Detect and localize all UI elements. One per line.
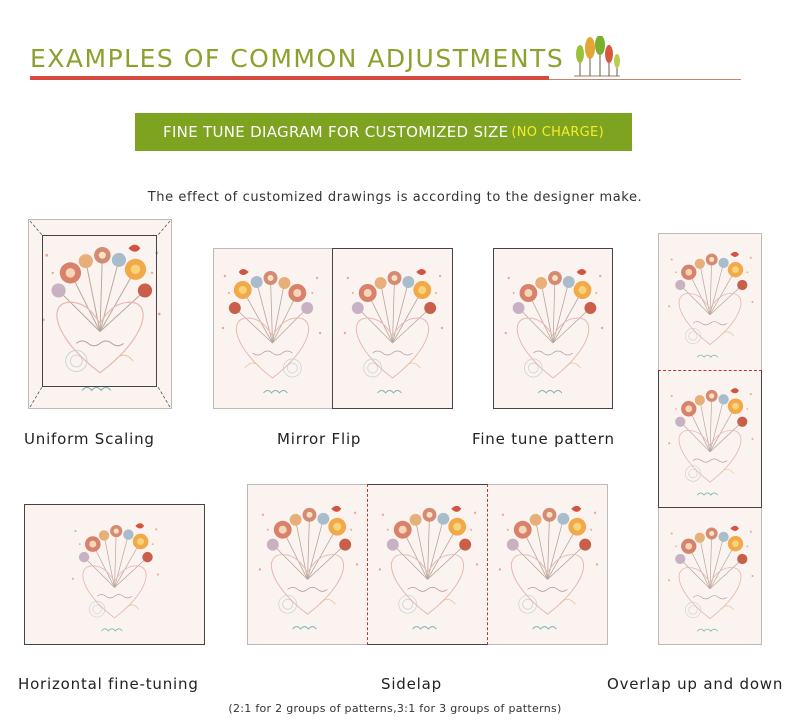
overlap-top-image: [659, 234, 761, 370]
caption-overlap: Overlap up and down: [607, 675, 784, 693]
sidelap-middle-frame: [367, 484, 488, 645]
banner-main-text: FINE TUNE DIAGRAM FOR CUSTOMIZED SIZE: [163, 123, 509, 141]
fine-tune-banner: FINE TUNE DIAGRAM FOR CUSTOMIZED SIZE (N…: [135, 113, 632, 151]
uniform-scaling-image: [29, 220, 171, 408]
uniform-scaling-crop-frame: [42, 235, 157, 387]
trees-icon: [574, 36, 620, 77]
scaling-arrows: [29, 220, 171, 408]
sidelap-middle-image: [368, 485, 487, 644]
caption-fine-tune-pattern: Fine tune pattern: [472, 430, 615, 448]
fine-tune-pattern-image: [494, 248, 612, 408]
mirror-flip-left-image: [213, 248, 332, 408]
uniform-scaling-outer-frame: [28, 219, 172, 409]
mirror-flip-left-frame: [213, 248, 333, 409]
title-underline: [30, 76, 549, 80]
overlap-middle-image: [659, 370, 761, 508]
horizontal-fine-tuning-image: [25, 505, 204, 644]
pattern-ratio-note: (2:1 for 2 groups of patterns,3:1 for 3 …: [228, 702, 562, 715]
caption-horizontal: Horizontal fine-tuning: [18, 675, 199, 693]
caption-uniform-scaling: Uniform Scaling: [24, 430, 155, 448]
mirror-flip-right-frame: [332, 248, 453, 409]
caption-mirror-flip: Mirror Flip: [277, 430, 362, 448]
horizontal-fine-tuning-frame: [24, 504, 205, 645]
title-rule: [549, 79, 741, 80]
caption-sidelap: Sidelap: [381, 675, 442, 693]
sidelap-left-image: [248, 485, 367, 644]
sidelap-right-image: [488, 485, 607, 644]
effect-note: The effect of customized drawings is acc…: [147, 190, 643, 205]
section-title: EXAMPLES OF COMMON ADJUSTMENTS: [30, 44, 565, 73]
banner-sub-text: (NO CHARGE): [511, 124, 604, 140]
overlap-bottom-image: [659, 508, 761, 644]
overlap-middle-frame: [658, 370, 762, 508]
fine-tune-pattern-frame: [493, 248, 613, 409]
mirror-flip-right-image: [333, 248, 452, 408]
